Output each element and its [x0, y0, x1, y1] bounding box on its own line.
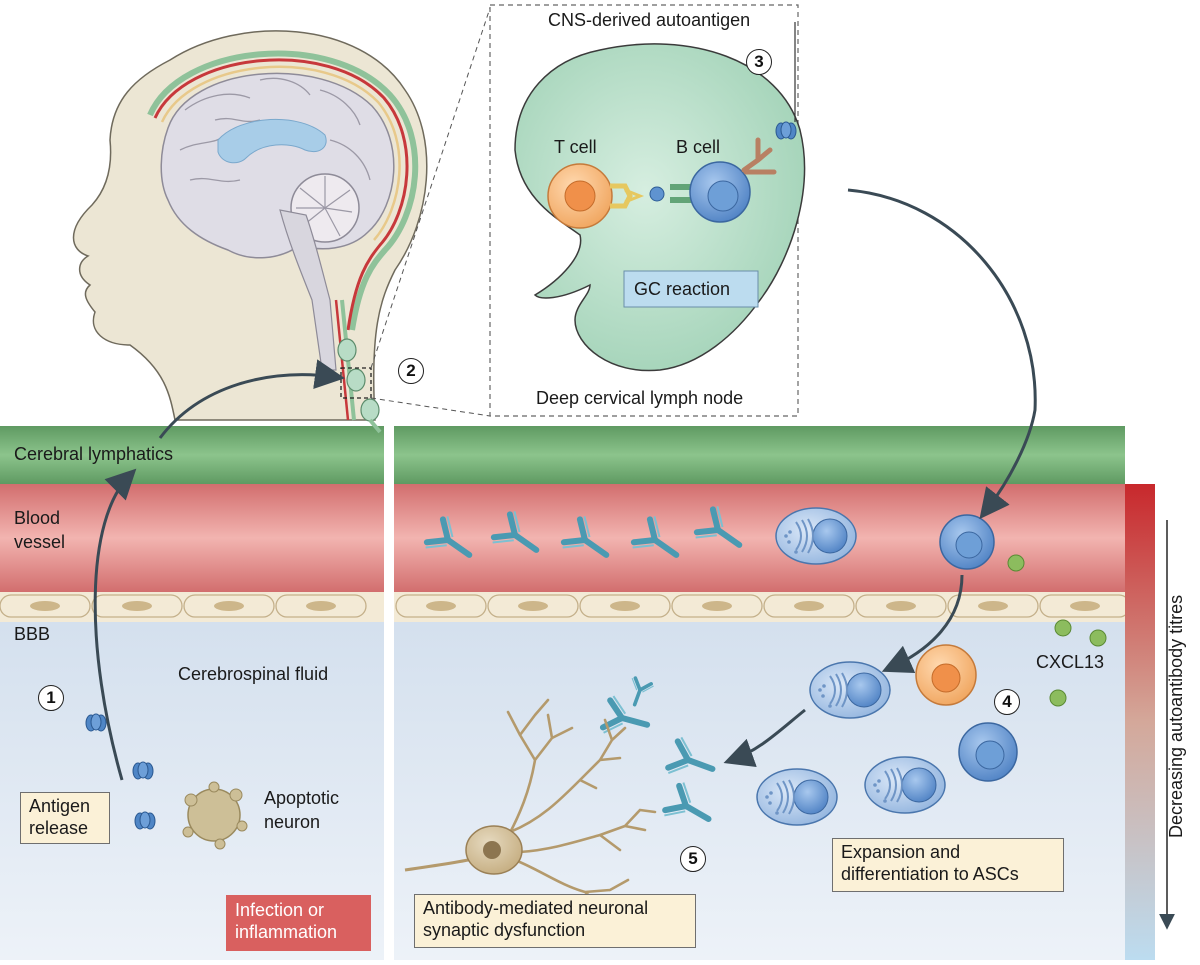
infection-line2: inflammation: [235, 921, 338, 942]
step-2-marker: 2: [398, 358, 424, 384]
step-5-marker: 5: [680, 846, 706, 872]
cns-autoantigen-label: CNS-derived autoantigen: [548, 10, 751, 30]
neuronal-dysfunction-box: Antibody-mediated neuronal synaptic dysf…: [414, 894, 696, 948]
cns-autoantigen-icon: [775, 121, 797, 140]
antigen-release-box: Antigen release: [20, 792, 110, 844]
titre-gradient-bar: [1125, 484, 1155, 960]
csf-asc-1: [809, 661, 891, 719]
infection-inflammation-box: Infection or inflammation: [226, 895, 371, 951]
t-cell: [547, 163, 645, 229]
cerebral-lymphatics-label: Cerebral lymphatics: [14, 444, 174, 464]
apoptotic-label-2: neuron: [264, 812, 321, 832]
expansion-line1: Expansion and: [841, 842, 961, 862]
csf-asc-2: [756, 768, 838, 826]
neuronal-line2: synaptic dysfunction: [423, 919, 586, 940]
blood-asc: [775, 507, 857, 565]
blood-vessel-label-1: Blood: [14, 508, 61, 528]
csf-b-cell: [958, 722, 1018, 782]
head-silhouette: [72, 30, 428, 422]
step-3-marker: 3: [746, 49, 772, 75]
t-cell-label: T cell: [554, 137, 597, 157]
cxcl13-label: CXCL13: [1036, 652, 1105, 672]
titre-gradient-label: Decreasing autoantibody titres: [1166, 594, 1186, 838]
cxcl13-chemokine: [1007, 554, 1025, 572]
infection-line1: Infection or: [235, 900, 325, 920]
apoptotic-neuron: [182, 781, 248, 850]
expansion-box: Expansion and differentiation to ASCs: [832, 838, 1064, 892]
presented-antigen: [649, 186, 665, 202]
flow-arrows: [93, 188, 1037, 781]
lymph-node-label: Deep cervical lymph node: [536, 388, 744, 408]
gc-reaction-label: GC reaction: [634, 279, 731, 299]
blood-vessel-label-2: vessel: [14, 532, 66, 552]
csf-label: Cerebrospinal fluid: [178, 664, 329, 684]
antigen-release-line2: release: [29, 817, 89, 838]
step-1-marker: 1: [38, 685, 64, 711]
b-cell-label: B cell: [676, 137, 721, 157]
cxcl13-chemokines: [1049, 619, 1107, 707]
bbb-endothelium: [0, 594, 1131, 618]
blood-b-cell: [939, 514, 995, 570]
expansion-line2: differentiation to ASCs: [841, 863, 1019, 884]
csf-t-cell: [915, 644, 977, 706]
neuronal-line1: Antibody-mediated neuronal: [423, 898, 649, 918]
bbb-label: BBB: [14, 624, 51, 644]
csf-asc-3: [864, 756, 946, 814]
apoptotic-label-1: Apoptotic: [264, 788, 340, 808]
antigen-release-line1: Antigen: [29, 796, 91, 816]
gc-reaction-box: [623, 270, 759, 308]
cervical-lymph-nodes: [337, 338, 380, 422]
step-4-marker: 4: [994, 689, 1020, 715]
b-cell: [670, 137, 777, 223]
neuron: [404, 698, 657, 907]
